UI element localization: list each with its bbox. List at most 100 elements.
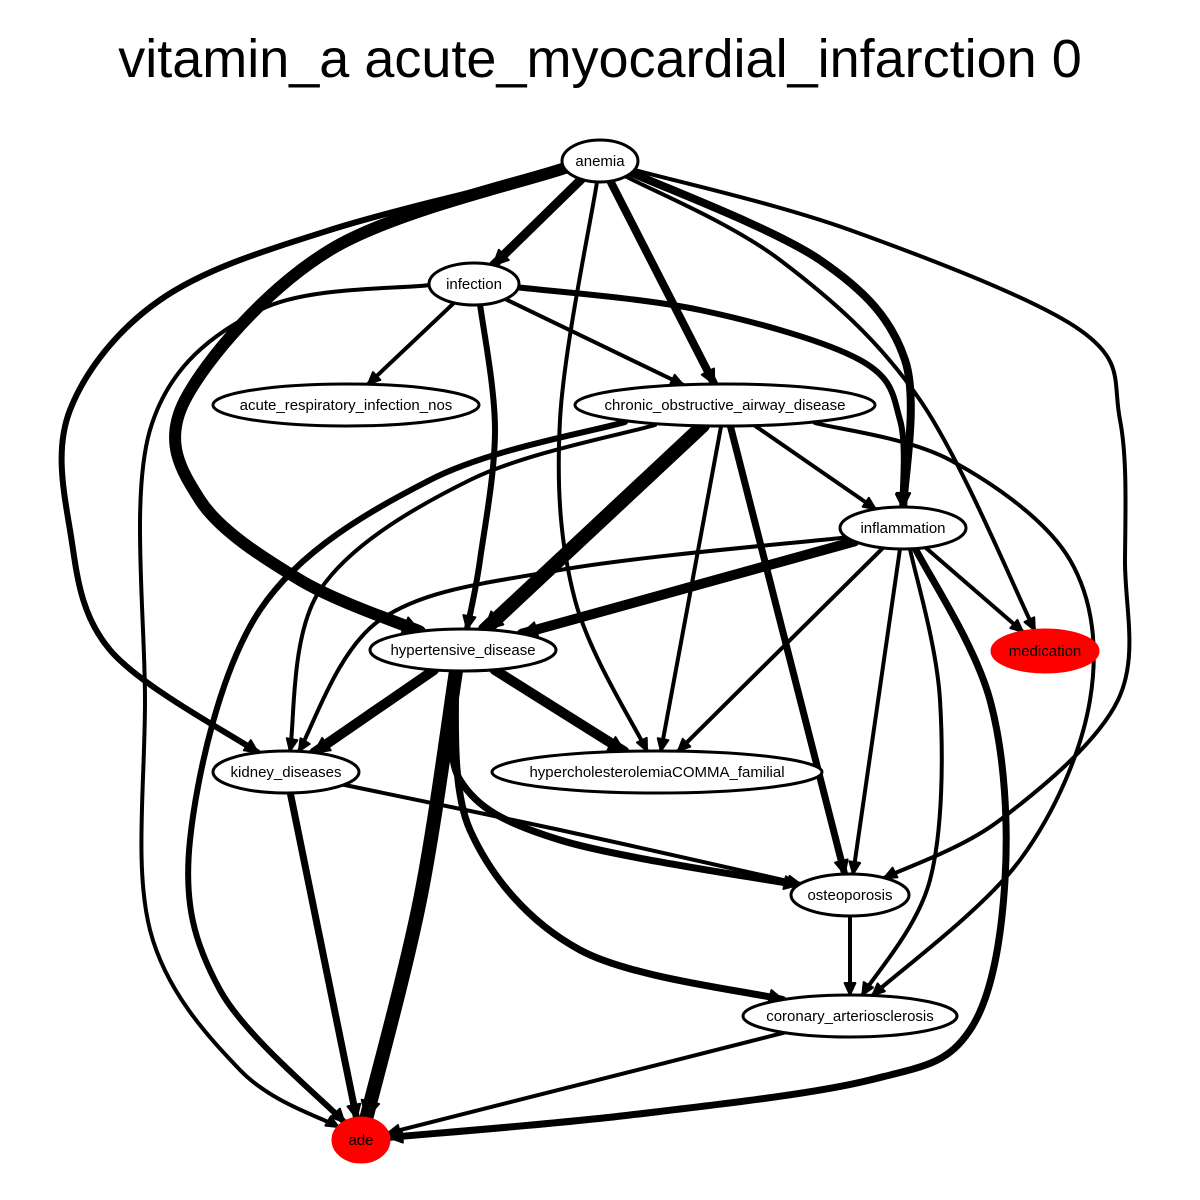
edge-line [851,546,902,877]
node-hypercholesterolemiaCOMMA-familial: hypercholesterolemiaCOMMA_familial [490,749,824,795]
arrowhead [843,982,857,996]
edge-inflammation-to-osteoporosis [848,546,902,877]
edge-chronic_obstructive_airway_disease-to-kidney_diseases [285,423,657,754]
node-ellipse [331,1116,391,1164]
node-label: acute_respiratory_infection_nos [240,397,453,414]
arrowhead [848,860,862,876]
node-label: chronic_obstructive_airway_disease [605,397,846,414]
arrowhead [242,739,260,754]
edge-line [512,284,907,511]
edge-line [287,423,657,754]
edge-layer [58,158,1132,1144]
arrowhead [297,737,311,753]
arrowhead [669,373,685,386]
node-hypertensive-disease: hypertensive_disease [368,627,558,673]
edge-line [185,419,628,1126]
edge-infection-to-inflammation [512,284,910,511]
edge-line [676,545,885,754]
node-chronic-obstructive-airway-disease: chronic_obstructive_airway_disease [573,382,877,428]
node-label: inflammation [860,520,945,537]
arrowhead [366,371,382,386]
node-ellipse [490,749,824,795]
edge-line [296,535,852,754]
edge-chronic_obstructive_airway_disease-to-hypertensive_disease [477,418,710,637]
edge-osteoporosis-to-coronary_arteriosclerosis [843,914,857,997]
node-label: anemia [575,153,625,170]
edge-inflammation-to-medication [923,545,1025,634]
arrowhead [324,1115,340,1128]
edge-line [169,162,571,638]
edge-line [503,297,686,387]
edge-line [726,422,849,878]
edge-line [623,174,1037,633]
edge-anemia-to-infection [488,174,586,270]
node-layer: anemia infection acute_respiratory_infecti… [211,138,1100,1164]
arrowhead [1023,616,1036,632]
edge-infection-to-ade [137,283,432,1129]
node-ellipse [560,138,640,184]
arrowhead [462,614,477,631]
node-label: osteoporosis [807,887,892,904]
edge-kidney_diseases-to-ade [286,789,362,1122]
arrowhead [861,981,875,997]
edge-hypertensive_disease-to-hypercholesterolemiaCOMMA_familial [489,664,630,757]
node-label: hypercholesterolemiaCOMMA_familial [529,764,784,781]
edge-line [286,789,361,1122]
arrowhead [1009,618,1024,633]
arrowhead [492,248,510,267]
node-ellipse [741,993,959,1039]
arrowhead [861,496,877,511]
node-label: medication [1009,643,1082,660]
edge-line [338,782,803,886]
edge-hypertensive_disease-to-coronary_arteriosclerosis [451,667,787,1004]
edge-infection-to-hypertensive_disease [462,301,499,633]
edge-chronic_obstructive_airway_disease-to-osteoporosis [726,422,849,878]
edge-line [451,667,787,1004]
edge-line [477,418,710,637]
edge-anemia-to-hypercholesterolemiaCOMMA_familial [556,180,650,754]
arrowhead [483,610,505,631]
edge-infection-to-acute_respiratory_infection_nos [365,300,457,387]
node-medication: medication [990,628,1100,674]
node-ellipse [368,627,558,673]
arrowhead [386,1124,402,1137]
arrowhead [313,736,332,754]
node-ellipse [211,382,481,428]
edge-chronic_obstructive_airway_disease-to-ade [185,419,628,1126]
node-ellipse [427,261,521,307]
node-acute-respiratory-infection-nos: acute_respiratory_infection_nos [211,382,481,428]
node-ellipse [211,749,361,795]
edge-line [860,547,944,998]
edge-line [489,664,630,757]
node-inflammation: inflammation [838,505,968,551]
edge-line [626,168,915,511]
edge-chronic_obstructive_airway_disease-to-inflammation [752,423,878,512]
arrowhead [894,492,910,509]
edge-line [359,664,463,1126]
edge-line [606,177,719,389]
edge-line [137,283,432,1129]
arrowhead [635,736,649,753]
edge-anemia-to-osteoporosis [633,168,1132,880]
node-kidney-diseases: kidney_diseases [211,749,361,795]
node-ellipse [838,505,968,551]
node-coronary-arteriosclerosis: coronary_arteriosclerosis [741,993,959,1039]
graph-title: vitamin_a acute_myocardial_infarction 0 [118,29,1082,89]
edge-anemia-to-medication [623,174,1037,633]
node-label: coronary_arteriosclerosis [766,1008,934,1025]
node-label: hypertensive_disease [390,642,535,659]
edge-inflammation-to-hypercholesterolemiaCOMMA_familial [676,545,885,754]
edge-line [752,423,878,512]
edge-hypertensive_disease-to-kidney_diseases [309,664,440,758]
edge-line [385,544,1010,1141]
edge-anemia-to-chronic_obstructive_airway_disease [606,177,719,389]
node-ade: ade [331,1116,391,1164]
edge-inflammation-to-kidney_diseases [296,535,852,754]
arrowhead [834,858,849,876]
node-infection: infection [427,261,521,307]
edge-line [556,180,650,754]
node-ellipse [573,382,877,428]
edge-coronary_arteriosclerosis-to-ade [385,1030,787,1137]
arrowhead [676,737,692,753]
